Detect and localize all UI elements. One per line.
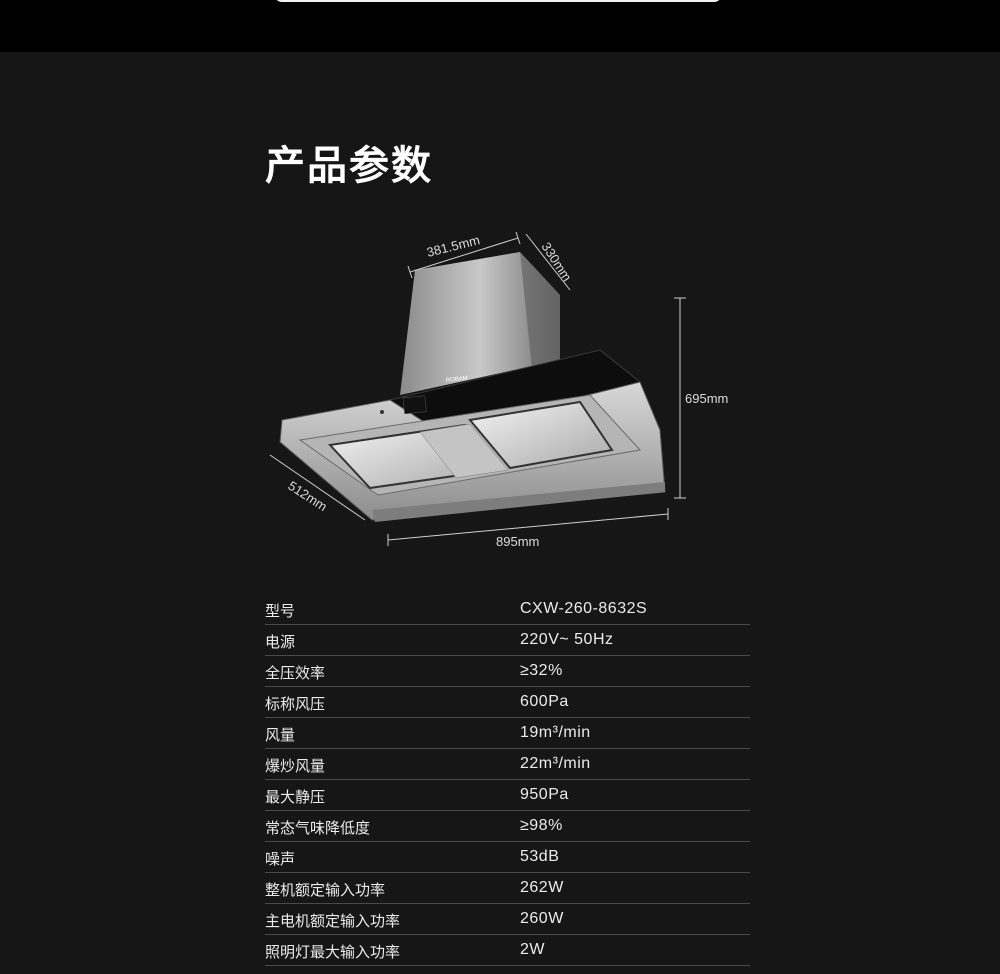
spec-value: 53dB: [520, 848, 560, 865]
spec-value: 19m³/min: [520, 724, 591, 741]
spec-row: 噪声 53dB: [265, 842, 750, 873]
brand-logo: ROBAM: [446, 376, 469, 384]
spec-label: 噪声: [265, 850, 296, 868]
section-title: 产品参数: [265, 143, 433, 189]
dim-depth: 512mm: [285, 478, 330, 514]
dim-top-width: 381.5mm: [425, 232, 481, 260]
spec-row: 电源 220V~ 50Hz: [265, 625, 750, 656]
spec-row: 标称风压 600Pa: [265, 687, 750, 718]
spec-row: 型号 CXW-260-8632S: [265, 594, 750, 625]
spec-value: 262W: [520, 879, 564, 896]
spec-label: 整机额定输入功率: [265, 881, 386, 899]
spec-value: 220V~ 50Hz: [520, 631, 614, 648]
spec-row: 风量 19m³/min: [265, 718, 750, 749]
spec-value: 600Pa: [520, 693, 569, 710]
spec-row: 最大静压 950Pa: [265, 780, 750, 811]
spec-label: 照明灯最大输入功率: [265, 943, 401, 961]
spec-value: CXW-260-8632S: [520, 600, 648, 617]
spec-value: 22m³/min: [520, 755, 591, 772]
chimney: [400, 252, 560, 395]
spec-label: 型号: [265, 602, 296, 620]
spec-value: 260W: [520, 910, 564, 927]
spec-row: 整机额定输入功率 262W: [265, 873, 750, 904]
top-header-bar: [0, 0, 1000, 52]
product-diagram: ROBAM 381.5mm 330mm 695mm 512mm 895mm: [260, 220, 750, 560]
spec-label: 全压效率: [265, 664, 326, 682]
spec-value: 2W: [520, 941, 545, 958]
spec-label: 标称风压: [265, 695, 326, 713]
spec-label: 主电机额定输入功率: [265, 912, 401, 930]
spec-row: 主电机额定输入功率 260W: [265, 904, 750, 935]
spec-row: 爆炒风量 22m³/min: [265, 749, 750, 780]
spec-row: 照明灯最大输入功率 2W: [265, 935, 750, 966]
dim-top-depth: 330mm: [538, 239, 574, 284]
spec-value: 950Pa: [520, 786, 569, 803]
spec-label: 电源: [265, 633, 296, 651]
spec-label: 爆炒风量: [265, 757, 326, 775]
spec-label: 常态气味降低度: [265, 819, 371, 837]
spec-row: 常态气味降低度 ≥98%: [265, 811, 750, 842]
spec-label: 风量: [265, 726, 296, 744]
dim-height: 695mm: [685, 391, 728, 406]
spec-value: ≥98%: [520, 817, 563, 834]
dim-width: 895mm: [496, 534, 539, 549]
spec-row: 全压效率 ≥32%: [265, 656, 750, 687]
search-bar-edge[interactable]: [274, 0, 722, 2]
spec-table: 型号 CXW-260-8632S 电源 220V~ 50Hz 全压效率 ≥32% 标称…: [265, 594, 750, 966]
spec-label: 最大静压: [265, 788, 326, 806]
spec-value: ≥32%: [520, 662, 563, 679]
